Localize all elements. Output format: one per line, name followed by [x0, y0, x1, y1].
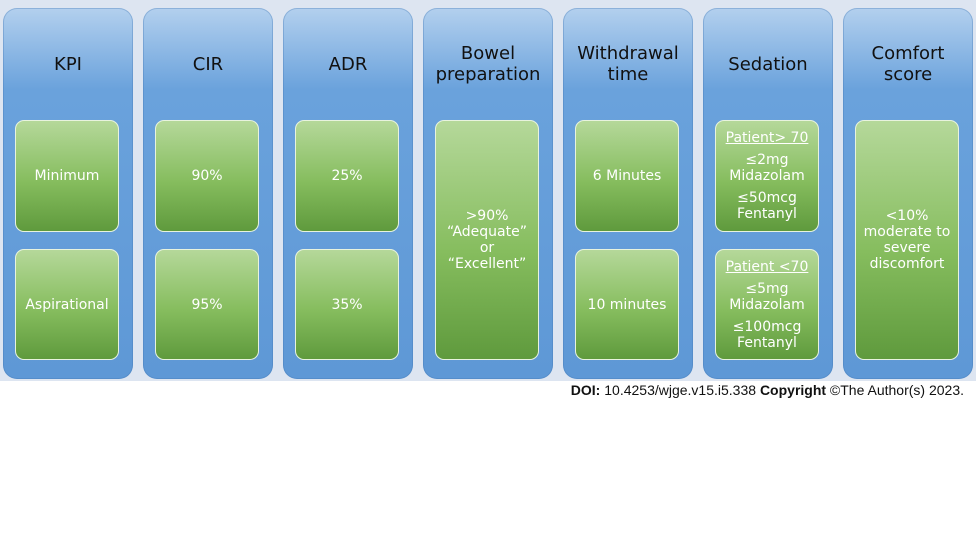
box-line: “Excellent”: [447, 256, 527, 272]
column-title: ADR: [328, 53, 368, 75]
column-withdrawal-time: Withdrawal time 6 Minutes 10 minutes: [563, 8, 693, 379]
column-adr: ADR 25% 35%: [283, 8, 413, 379]
citation-footer: DOI: 10.4253/wjge.v15.i5.338 Copyright ©…: [571, 382, 964, 398]
adr-minimum-box: 25%: [295, 120, 399, 232]
column-title: Sedation: [728, 53, 808, 75]
box-line: Fentanyl: [737, 206, 797, 222]
column-cir: CIR 90% 95%: [143, 8, 273, 379]
box-line: <10%: [885, 208, 929, 224]
copyright-value: ©The Author(s) 2023.: [826, 382, 964, 398]
box-line: ≤50mcg: [737, 190, 797, 206]
doi-value: 10.4253/wjge.v15.i5.338: [600, 382, 760, 398]
box-line: moderate to: [863, 224, 951, 240]
column-title: KPI: [54, 53, 82, 75]
sedation-under-70-box: Patient <70 ≤5mg Midazolam ≤100mcg Fenta…: [715, 249, 819, 360]
column-title: CIR: [192, 53, 224, 75]
kpi-minimum-box: Minimum: [15, 120, 119, 232]
bowel-preparation-box: >90% “Adequate” or “Excellent”: [435, 120, 539, 360]
box-line: ≤100mcg: [732, 318, 802, 335]
column-title: Bowel preparation: [435, 43, 541, 85]
column-kpi: KPI Minimum Aspirational: [3, 8, 133, 379]
box-line: discomfort: [869, 256, 945, 272]
cir-minimum-box: 90%: [155, 120, 259, 232]
box-line: >90%: [465, 208, 509, 224]
column-title: Comfort score: [871, 43, 945, 85]
column-title: Withdrawal time: [577, 43, 679, 85]
adr-aspirational-box: 35%: [295, 249, 399, 360]
doi-label: DOI:: [570, 382, 601, 398]
cir-aspirational-box: 95%: [155, 249, 259, 360]
box-line: “Adequate” or: [447, 224, 527, 256]
kpi-aspirational-box: Aspirational: [15, 249, 119, 360]
column-comfort-score: Comfort score <10% moderate to severe di…: [843, 8, 973, 379]
box-line: Midazolam: [729, 168, 805, 184]
box-line: ≤2mg: [745, 152, 789, 168]
comfort-score-box: <10% moderate to severe discomfort: [855, 120, 959, 360]
copyright-label: Copyright: [759, 382, 827, 398]
kpi-diagram: KPI Minimum Aspirational CIR 90% 95% ADR…: [0, 0, 976, 381]
column-bowel-preparation: Bowel preparation >90% “Adequate” or “Ex…: [423, 8, 553, 379]
box-header: Patient> 70: [725, 130, 809, 146]
withdrawal-minimum-box: 6 Minutes: [575, 120, 679, 232]
sedation-over-70-box: Patient> 70 ≤2mg Midazolam ≤50mcg Fentan…: [715, 120, 819, 232]
box-line: Midazolam: [729, 296, 805, 313]
box-line: Fentanyl: [737, 334, 797, 351]
box-line: ≤5mg: [745, 280, 789, 297]
withdrawal-aspirational-box: 10 minutes: [575, 249, 679, 360]
box-header: Patient <70: [725, 258, 809, 275]
box-line: severe: [883, 240, 931, 256]
column-sedation: Sedation Patient> 70 ≤2mg Midazolam ≤50m…: [703, 8, 833, 379]
